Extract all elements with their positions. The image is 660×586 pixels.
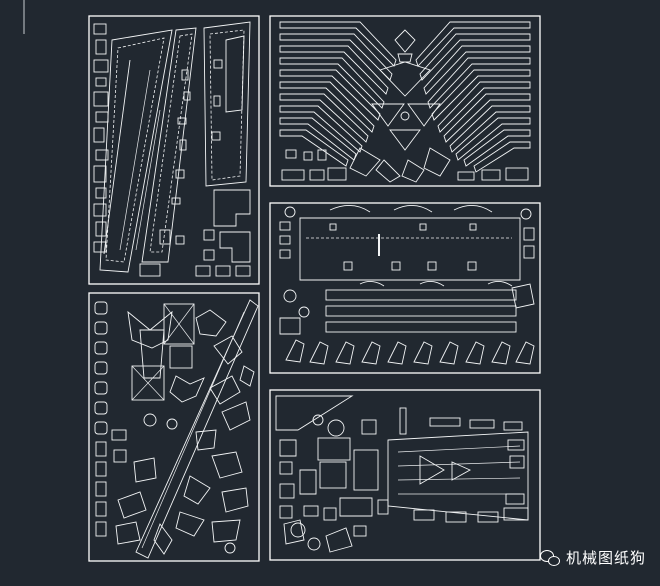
right-edge-parts — [503, 439, 529, 521]
diagonal-edge — [275, 395, 354, 431]
watermark-text: 机械图纸狗 — [565, 549, 646, 567]
stringers-right — [415, 21, 531, 173]
fuselage-parts — [99, 21, 251, 273]
bottom-row-parts — [281, 149, 529, 181]
sheet-top-left[interactable] — [88, 15, 260, 285]
misc-parts-top-left — [159, 59, 251, 277]
sheet-middle-right[interactable] — [269, 202, 541, 374]
tail-cluster — [127, 303, 243, 430]
diagonal-spar — [135, 299, 259, 559]
wechat-icon — [539, 549, 560, 567]
small-parts-left — [93, 23, 161, 277]
lower-left-parts — [279, 439, 367, 553]
stringers-left — [279, 21, 397, 167]
bracket-row — [285, 339, 535, 365]
frame-row-top — [279, 205, 535, 281]
watermark: 机械图纸狗 — [539, 547, 646, 568]
sheet-bottom-left[interactable] — [88, 292, 260, 562]
column-parts — [94, 301, 127, 537]
center-cluster — [349, 29, 451, 183]
wing-panel — [387, 407, 529, 523]
center-left-parts — [299, 414, 389, 517]
sheet-bottom-right[interactable] — [269, 389, 541, 561]
strip-rows — [279, 281, 535, 335]
sheet-top-right[interactable] — [269, 15, 541, 187]
scatter-parts — [115, 365, 255, 555]
